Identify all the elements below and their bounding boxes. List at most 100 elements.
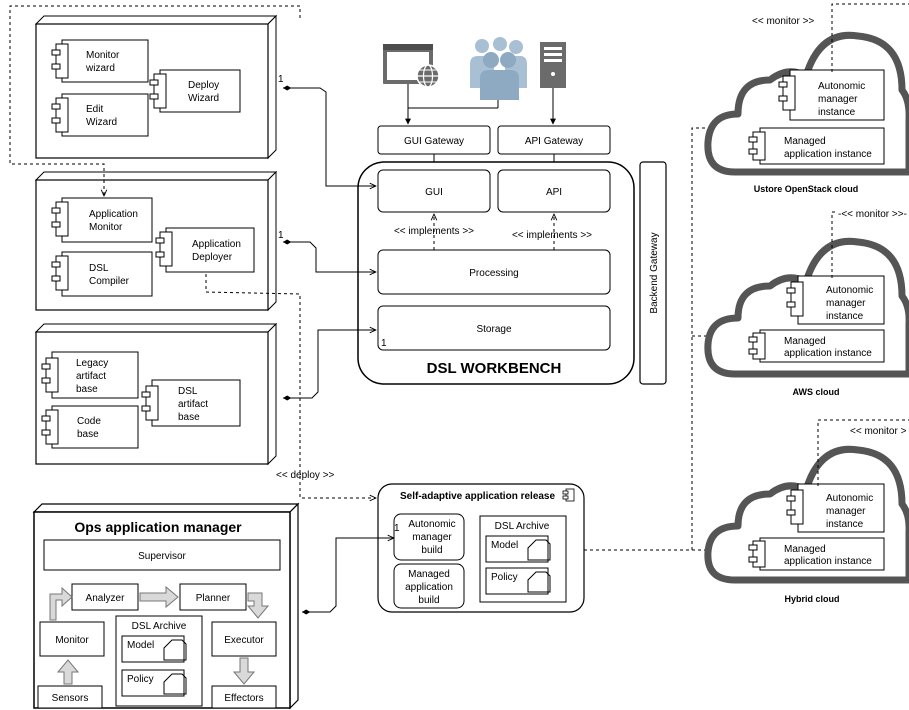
mab-label-1: Managed: [408, 569, 450, 580]
sensors-box: [37, 685, 103, 709]
aws-cloud-name: AWS cloud: [793, 387, 840, 397]
api-gateway-label: API Gateway: [525, 136, 583, 147]
mab-label-2: application: [405, 582, 453, 593]
gui-label: GUI: [425, 187, 443, 198]
dsl-workbench: GUI API << implements >> << implements >…: [357, 161, 635, 385]
browser-globe-icon: [383, 44, 440, 88]
wizards-multiplicity: 1: [278, 74, 284, 85]
processing-label: Processing: [469, 268, 518, 279]
executor-box: [211, 621, 277, 657]
sensors-label: Sensors: [52, 693, 89, 704]
gui-gateway-label: GUI Gateway: [404, 136, 464, 147]
dsl-artifact-label-1: DSL: [178, 386, 198, 397]
edit-wizard-label-1: Edit: [86, 104, 103, 115]
monitor-wizard-label-2: wizard: [85, 63, 115, 74]
cloud-aws: Autonomic manager instance Managed appli…: [704, 209, 909, 397]
ops-application-manager: Ops application manager Supervisor Analy…: [32, 502, 300, 710]
storage-label: Storage: [476, 324, 511, 335]
ustore-autonomic-3: instance: [818, 107, 856, 118]
release-policy-label: Policy: [491, 572, 518, 583]
code-base-label-2: base: [77, 429, 99, 440]
monitoring-multiplicity: 1: [278, 230, 284, 241]
ops-policy-label: Policy: [127, 674, 154, 685]
supervisor-label: Supervisor: [138, 551, 186, 562]
legacy-label-1: Legacy: [76, 358, 108, 369]
hybrid-managed-2: application instance: [784, 556, 872, 567]
dsl-artifact-base-component: DSL artifact base: [141, 379, 241, 427]
effectors-box: [211, 685, 277, 709]
storage-multiplicity: 1: [381, 338, 387, 349]
application-monitor-label-1: Application: [89, 209, 138, 220]
document-icon: [527, 571, 551, 593]
amb-label-3: build: [421, 545, 442, 556]
cloud-hybrid: Autonomic manager instance Managed appli…: [704, 419, 909, 604]
edit-wizard-component: Edit Wizard: [51, 93, 149, 137]
monitor-wizard-component: Monitor wizard: [51, 39, 149, 83]
hybrid-autonomic-3: instance: [826, 519, 864, 530]
mape-arrows: [49, 585, 270, 685]
hybrid-managed-1: Managed: [784, 544, 826, 555]
api-box: [497, 169, 611, 213]
amb-label-1: Autonomic: [408, 519, 455, 530]
planner-label: Planner: [196, 593, 231, 604]
aws-monitor-label: -<< monitor >>-: [838, 209, 907, 220]
release-archive-label: DSL Archive: [495, 521, 550, 532]
server-icon: [540, 42, 566, 88]
legacy-artifact-base-component: Legacy artifact base: [41, 351, 139, 399]
aws-autonomic-2: manager: [826, 298, 866, 309]
ustore-managed-2: application instance: [784, 149, 872, 160]
code-base-label-1: Code: [77, 416, 101, 427]
hybrid-cloud-name: Hybrid cloud: [784, 594, 839, 604]
monitor-wizard-label-1: Monitor: [86, 50, 120, 61]
legacy-label-3: base: [76, 384, 98, 395]
storage-box: [377, 305, 611, 351]
cloud-ustore: Autonomic manager instance Managed appli…: [704, 3, 909, 194]
analyzer-box: [71, 583, 139, 611]
gui-gateway-box: GUI Gateway: [377, 125, 491, 155]
dsl-compiler-label-2: Compiler: [89, 276, 130, 287]
mab-label-3: build: [418, 595, 439, 606]
hybrid-monitor-label: << monitor >: [850, 426, 907, 437]
gui-box: [377, 169, 491, 213]
ustore-autonomic-1: Autonomic: [818, 81, 865, 92]
users-group-icon: [470, 37, 527, 100]
dsl-compiler-component: DSL Compiler: [51, 251, 153, 297]
ustore-cloud-name: Ustore OpenStack cloud: [754, 184, 859, 194]
aws-autonomic-1: Autonomic: [826, 285, 873, 296]
planner-box: [179, 583, 247, 611]
effectors-label: Effectors: [224, 693, 263, 704]
implements-right-label: << implements >>: [512, 230, 592, 241]
document-icon: [163, 673, 187, 695]
hybrid-autonomic-1: Autonomic: [826, 493, 873, 504]
amb-label-2: manager: [412, 532, 452, 543]
component-icon: [565, 488, 575, 502]
deploy-wizard-label-2: Wizard: [188, 93, 219, 104]
application-deployer-component: Application Deployer: [155, 227, 255, 273]
backend-gateway: Backend Gateway: [639, 161, 667, 385]
aws-managed-2: application instance: [784, 348, 872, 359]
application-monitor-label-2: Monitor: [89, 222, 123, 233]
api-gateway-box: API Gateway: [497, 125, 611, 155]
self-adaptive-release: Self-adaptive application release Autono…: [377, 483, 585, 613]
ustore-monitor-label: << monitor >>: [752, 16, 814, 27]
executor-label: Executor: [224, 635, 264, 646]
deploy-wizard-component: Deploy Wizard: [149, 69, 241, 113]
release-multiplicity: 1: [394, 523, 400, 534]
workbench-title: DSL WORKBENCH: [427, 360, 562, 377]
edit-wizard-label-2: Wizard: [86, 117, 117, 128]
monitor-box: [39, 621, 105, 657]
aws-managed-1: Managed: [784, 336, 826, 347]
aws-autonomic-3: instance: [826, 311, 864, 322]
monitor-label: Monitor: [55, 635, 89, 646]
application-deployer-label-1: Application: [192, 239, 241, 250]
supervisor-box: [43, 539, 281, 571]
hybrid-autonomic-2: manager: [826, 506, 866, 517]
legacy-label-2: artifact: [76, 371, 106, 382]
application-monitor-component: Application Monitor: [51, 197, 153, 243]
ustore-managed-1: Managed: [784, 136, 826, 147]
application-deployer-label-2: Deployer: [192, 252, 233, 263]
dsl-artifact-label-3: base: [178, 412, 200, 423]
ops-archive-label: DSL Archive: [132, 621, 187, 632]
